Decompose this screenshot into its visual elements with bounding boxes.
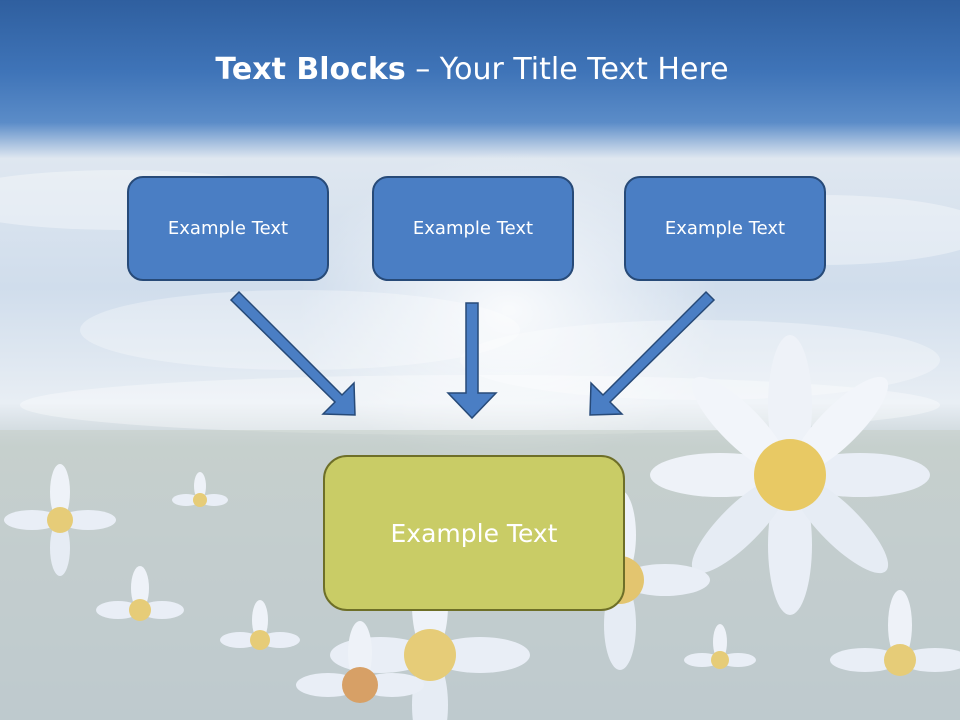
daisy-small — [830, 590, 960, 676]
daisy-small — [172, 472, 228, 507]
daisy-small — [220, 600, 300, 650]
text-block-center: Example Text — [372, 176, 574, 281]
text-block-left-label: Example Text — [167, 218, 289, 239]
arrow-right-diagonal-icon — [589, 290, 716, 416]
slide-title: Text Blocks – Your Title Text Here — [0, 52, 944, 87]
daisy-large — [650, 335, 930, 615]
text-block-right: Example Text — [624, 176, 826, 281]
daisy-small — [296, 621, 424, 703]
daisy-small — [684, 624, 756, 669]
arrow-left-diagonal-icon — [229, 290, 356, 416]
title-bold-part: Text Blocks — [215, 52, 406, 87]
arrow-down-icon — [446, 302, 498, 420]
daisy-small — [4, 464, 116, 576]
text-block-left: Example Text — [127, 176, 329, 281]
daisy-small — [96, 566, 184, 621]
text-block-bottom-label: Example Text — [390, 518, 558, 548]
text-block-right-label: Example Text — [664, 218, 786, 239]
title-rest-part: – Your Title Text Here — [405, 52, 729, 87]
text-block-center-label: Example Text — [412, 218, 534, 239]
text-block-bottom: Example Text — [323, 455, 625, 611]
